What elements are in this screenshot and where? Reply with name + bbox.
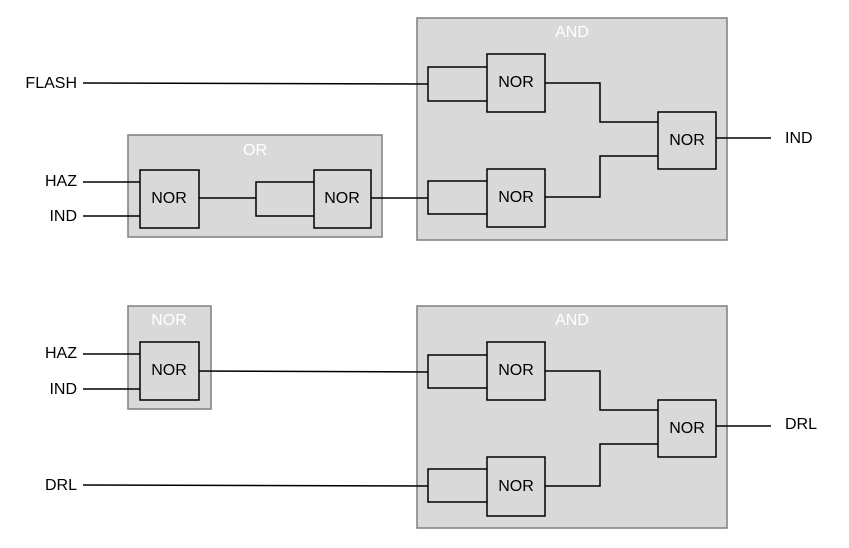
- wire-and-bottom-g2-out: [545, 443, 658, 487]
- group-and-top-title: AND: [555, 24, 589, 41]
- gate-and-top-g1: NOR: [486, 53, 546, 113]
- wire-drl-in: [82, 484, 429, 487]
- signal-ind-bottom-in: IND: [49, 381, 77, 398]
- gate-and-top-g2-box: [486, 168, 546, 228]
- gate-and-bottom-g1-label: NOR: [498, 362, 534, 379]
- wire-or-g2-tied: [255, 181, 314, 217]
- wire-and-top-g1-out: [545, 82, 658, 123]
- gate-and-top-g2-label: NOR: [498, 189, 534, 206]
- wire-and-bottom-g2-tied: [427, 468, 487, 503]
- wire-flash-in: [82, 82, 429, 85]
- gate-and-top-out-box: [657, 111, 717, 170]
- signal-haz-top-in: HAZ: [45, 173, 77, 190]
- gate-and-top-out: NOR: [657, 111, 717, 170]
- gate-and-bottom-g2-label: NOR: [498, 478, 534, 495]
- group-and-bottom-title: AND: [555, 312, 589, 329]
- group-or-mid-title: OR: [243, 142, 267, 159]
- gate-nor-g1-box: [139, 341, 200, 401]
- signal-ind-out: IND: [785, 130, 813, 147]
- signal-haz-bottom-in: HAZ: [45, 345, 77, 362]
- gate-and-bottom-g2: NOR: [486, 456, 546, 517]
- gate-and-bottom-g1: NOR: [486, 341, 546, 401]
- wires: [82, 66, 771, 503]
- group-nor-bottom-title: NOR: [151, 312, 187, 329]
- signal-drl-in: DRL: [45, 477, 77, 494]
- gate-or-g1: NOR: [139, 169, 200, 229]
- wire-nor-out: [198, 370, 429, 373]
- gate-nor-g1: NOR: [139, 341, 200, 401]
- wire-and-top-g2-out: [545, 155, 658, 198]
- gate-and-top-g2: NOR: [486, 168, 546, 228]
- gate-or-g1-box: [139, 169, 200, 229]
- signal-ind-top-in: IND: [49, 208, 77, 225]
- gate-and-top-g1-box: [486, 53, 546, 113]
- gate-or-g2-label: NOR: [324, 190, 360, 207]
- gate-or-g1-label: NOR: [151, 190, 187, 207]
- gate-and-top-out-label: NOR: [669, 132, 705, 149]
- gate-and-bottom-out: NOR: [657, 399, 717, 458]
- gate-or-g2-box: [313, 169, 372, 229]
- wire-and-bottom-g1-tied: [427, 354, 487, 389]
- gate-or-g2: NOR: [313, 169, 372, 229]
- signal-flash-in: FLASH: [25, 75, 77, 92]
- wire-and-bottom-g1-out: [545, 370, 658, 411]
- wire-and-top-g2-tied: [427, 180, 487, 215]
- gate-and-bottom-g2-box: [486, 456, 546, 517]
- gate-and-bottom-out-box: [657, 399, 717, 458]
- gate-and-bottom-out-label: NOR: [669, 420, 705, 437]
- gate-and-top-g1-label: NOR: [498, 74, 534, 91]
- signal-drl-out: DRL: [785, 416, 817, 433]
- gate-and-bottom-g1-box: [486, 341, 546, 401]
- wire-and-top-g1-tied: [427, 66, 487, 102]
- gate-nor-g1-label: NOR: [151, 362, 187, 379]
